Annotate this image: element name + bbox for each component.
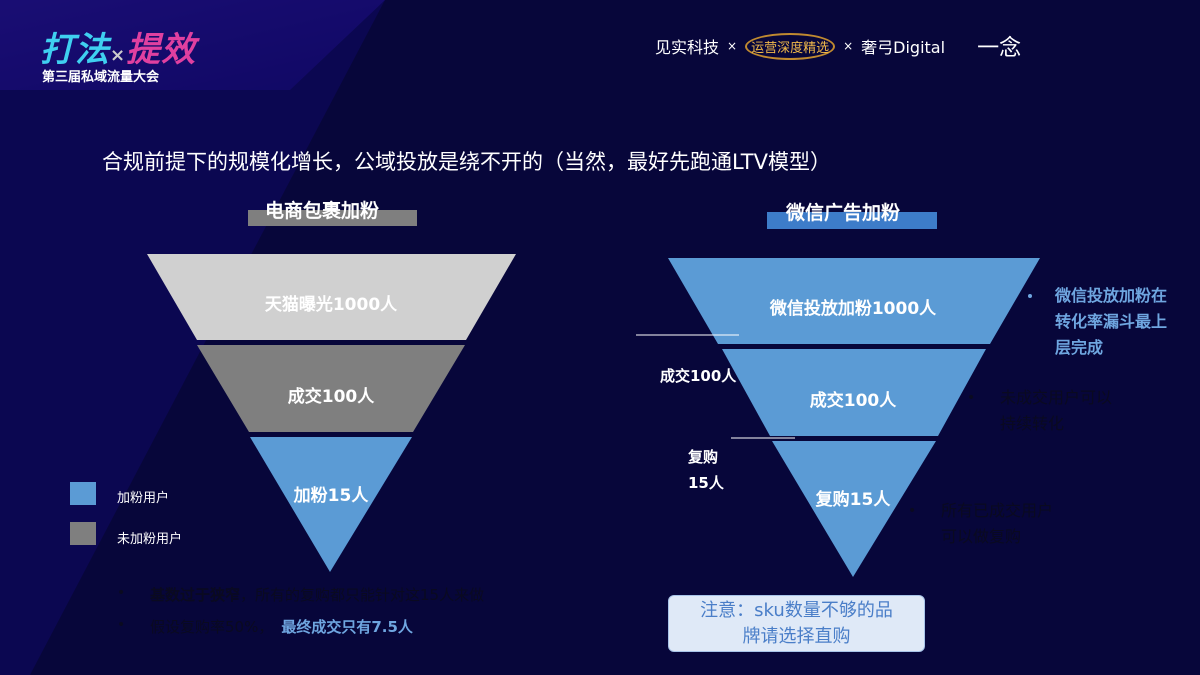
notice-line: 牌请选择直购 xyxy=(742,626,851,647)
legend-swatch-nonfans xyxy=(70,522,96,545)
partner-digital: 奢弓Digital xyxy=(861,38,946,57)
note-line: 未成交用户可以 xyxy=(1000,388,1113,407)
event-logo: 打法×提效 xyxy=(40,22,196,71)
separator: × xyxy=(843,39,854,53)
side-label-repurchase: 复购 xyxy=(688,448,719,466)
note-highlight: 微信投放加粉在 转化率漏斗最上 层完成 xyxy=(1055,283,1167,361)
legend-swatch-fans xyxy=(70,482,96,505)
right-funnel-level-2 xyxy=(722,349,986,436)
note-line: 转化率漏斗最上 xyxy=(1055,312,1168,331)
note-repurchase: 所有已成交用户 可以做复购 xyxy=(941,498,1053,550)
note-line: 可以做复购 xyxy=(941,527,1022,546)
logo-x: × xyxy=(110,45,127,66)
right-funnel-level-1 xyxy=(668,258,1040,344)
bottom-note-2-highlight: 最终成交只有7.5人 xyxy=(281,618,413,636)
bullet: • xyxy=(908,503,917,519)
left-level-2-label: 成交100人 xyxy=(287,387,375,407)
event-subtitle: 第三届私域流量大会 xyxy=(42,70,160,85)
separator: × xyxy=(727,39,738,53)
left-title-bar xyxy=(248,210,417,226)
headline: 合规前提下的规模化增长，公域投放是绕不开的（当然，最好先跑通LTV模型） xyxy=(102,150,831,174)
left-level-3-label: 加粉15人 xyxy=(293,486,369,506)
notice-line: 注意：sku数量不够的品 xyxy=(700,600,893,621)
note-line: 层完成 xyxy=(1055,338,1104,357)
side-label-repurchase-count: 15人 xyxy=(688,474,724,492)
note-line: 持续转化 xyxy=(1000,414,1065,433)
note-line: 微信投放加粉在 xyxy=(1055,286,1168,305)
logo-part1: 打法 xyxy=(40,30,110,70)
legend-label-fans: 加粉用户 xyxy=(117,491,170,506)
right-funnel-title: 微信广告加粉 xyxy=(786,202,901,224)
partner-yunying: 运营深度精选 xyxy=(745,32,836,60)
bottom-note-2: 假设复购率50%， 最终成交只有7.5人 xyxy=(150,616,413,637)
right-level-2-label: 成交100人 xyxy=(809,391,897,411)
left-funnel-level-2 xyxy=(197,345,465,432)
left-level-1-label: 天猫曝光1000人 xyxy=(264,295,398,315)
left-funnel-title: 电商包裹加粉 xyxy=(265,200,380,222)
logo-part2: 提效 xyxy=(126,30,197,70)
note-unconverted: 未成交用户可以 持续转化 xyxy=(1000,385,1112,437)
bottom-note-1-bold: 基数过于狭窄 xyxy=(150,586,241,604)
left-funnel-level-3 xyxy=(250,437,412,572)
left-funnel-level-1 xyxy=(147,254,516,340)
note-line: 所有已成交用户 xyxy=(941,501,1054,520)
bottom-note-1-rest: ，所有的复购都只能针对这15人来做 xyxy=(240,586,485,604)
bullet: • xyxy=(117,617,126,633)
right-title-bar xyxy=(767,212,937,229)
bullet: • xyxy=(117,585,126,601)
bottom-note-1: 基数过于狭窄，所有的复购都只能针对这15人来做 xyxy=(150,584,484,605)
bullet xyxy=(1028,294,1032,298)
legend-label-nonfans: 未加粉用户 xyxy=(117,532,183,547)
bottom-note-2-rest: 假设复购率50%， xyxy=(150,618,274,636)
partner-jianshi: 见实科技 xyxy=(655,38,720,57)
partner-logos: 见实科技 × 运营深度精选 × 奢弓Digital 一念 xyxy=(655,30,1021,62)
right-funnel-level-3 xyxy=(772,441,936,577)
right-level-1-label: 微信投放加粉1000人 xyxy=(769,299,937,319)
right-level-3-label: 复购15人 xyxy=(815,490,891,510)
side-label-deal: 成交100人 xyxy=(660,367,737,385)
bullet: • xyxy=(967,390,976,406)
notice-box: 注意：sku数量不够的品 牌请选择直购 xyxy=(668,595,925,652)
partner-yinian: 一念 xyxy=(977,36,1022,61)
